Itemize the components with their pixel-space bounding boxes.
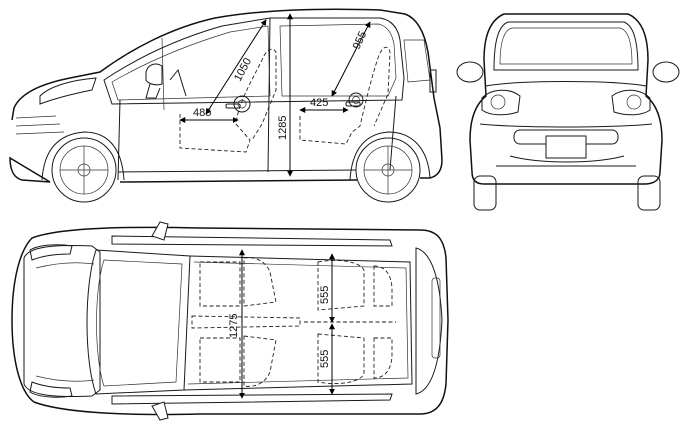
side-rear-window: [279, 23, 397, 97]
side-taillamp: [429, 69, 437, 93]
side-front-seat: [179, 48, 277, 153]
front-left-headlight: [481, 89, 521, 116]
dim-line-1050: [205, 19, 267, 115]
top-front-left-seat: [199, 257, 277, 307]
side-view: 1050 485 1285 425 955: [9, 8, 443, 203]
top-hood: [23, 245, 101, 397]
side-sill-line: [117, 169, 357, 173]
top-view: 1275 555 555: [11, 221, 449, 421]
front-left-tire: [473, 175, 497, 211]
top-lower-headlight: [29, 381, 73, 398]
front-hood: [485, 81, 647, 87]
side-rear-wheel: [349, 131, 431, 203]
top-front-right-seat: [199, 335, 277, 387]
label-555-lower: 555: [319, 350, 331, 368]
top-lower-mirror: [151, 401, 169, 421]
top-roof: [183, 255, 413, 391]
top-seat-rail: [191, 315, 301, 329]
side-mirror: [145, 63, 163, 86]
front-right-mirror: [652, 61, 680, 83]
top-roof-rail-upper: [111, 235, 393, 247]
front-bumper: [479, 123, 653, 128]
front-right-headlight: [611, 89, 651, 116]
top-upper-headlight: [29, 244, 73, 261]
side-body-outline: [9, 8, 443, 183]
top-rear-hatch: [415, 247, 443, 395]
top-upper-mirror: [151, 221, 169, 241]
side-mirror-stalk: [145, 83, 161, 99]
top-windshield: [86, 249, 191, 395]
top-rear-seat-lower: [317, 333, 393, 385]
top-rear-seat-upper: [317, 259, 393, 311]
label-1050: 1050: [232, 56, 254, 83]
label-425: 425: [310, 97, 328, 109]
label-1275: 1275: [228, 314, 240, 338]
front-body-outline: [469, 13, 663, 185]
dim-line-955: [331, 21, 371, 97]
front-view: [456, 13, 680, 211]
side-headlight: [39, 77, 97, 105]
side-door-line-rear: [117, 99, 121, 181]
side-door-line-front: [267, 17, 271, 173]
label-555-upper: 555: [319, 286, 331, 304]
top-body-outline: [11, 226, 449, 416]
top-rear-spoiler: [431, 277, 441, 359]
front-right-tire: [637, 175, 661, 211]
label-955: 955: [351, 30, 369, 52]
front-windshield: [493, 21, 639, 71]
side-grille: [15, 115, 65, 135]
front-left-mirror: [456, 61, 484, 83]
label-485: 485: [193, 107, 211, 119]
side-rear-seat: [299, 46, 391, 145]
label-1285: 1285: [277, 116, 289, 140]
front-license-plate: [545, 135, 587, 159]
side-front-wheel: [41, 131, 125, 203]
top-roof-rail-lower: [111, 393, 393, 405]
side-door-line-back: [389, 95, 397, 171]
side-steering-wheel: [169, 68, 187, 97]
side-rear-head-marker: [348, 92, 364, 108]
side-front-window: [111, 25, 271, 101]
